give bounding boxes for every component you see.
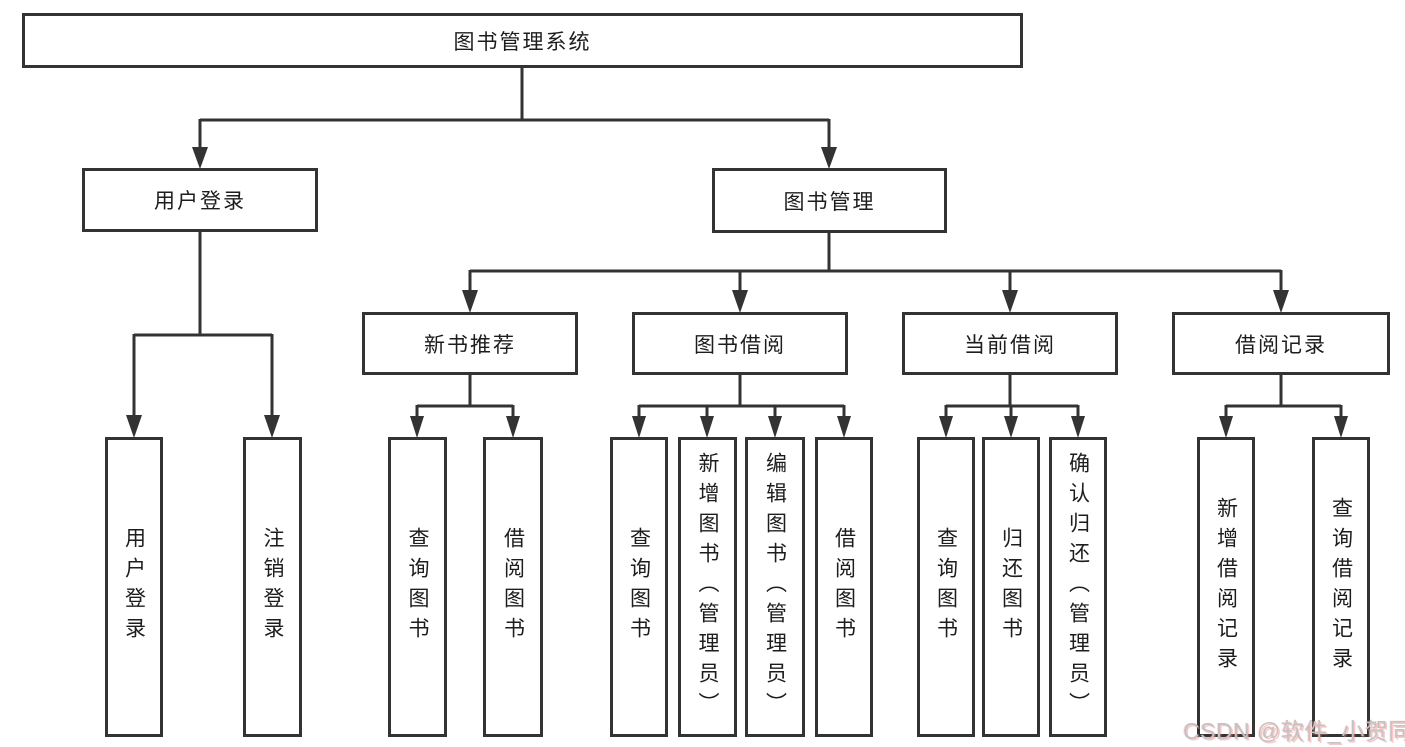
leaf-return-book: 归还图书 (982, 437, 1040, 737)
leaf-borrow-book-recommend: 借阅图书 (483, 437, 543, 737)
leaf-user-login: 用户登录 (105, 437, 163, 737)
leaf-logout: 注销登录 (243, 437, 302, 737)
node-current-borrow: 当前借阅 (902, 312, 1118, 375)
leaf-query-borrow-record: 查询借阅记录 (1312, 437, 1370, 737)
node-root: 图书管理系统 (22, 13, 1023, 68)
leaf-query-book-borrow: 查询图书 (610, 437, 668, 737)
node-book-management: 图书管理 (712, 168, 947, 233)
node-new-book-recommend: 新书推荐 (362, 312, 578, 375)
node-user-login: 用户登录 (82, 168, 318, 232)
leaf-borrow-book: 借阅图书 (815, 437, 873, 737)
leaf-query-book-recommend: 查询图书 (388, 437, 447, 737)
leaf-edit-book-admin: 编辑图书（管理员） (745, 437, 805, 737)
leaf-query-book-current: 查询图书 (917, 437, 975, 737)
leaf-confirm-return-admin: 确认归还（管理员） (1049, 437, 1107, 737)
leaf-add-borrow-record: 新增借阅记录 (1197, 437, 1255, 737)
node-book-borrow: 图书借阅 (632, 312, 848, 375)
node-borrow-record: 借阅记录 (1172, 312, 1390, 375)
leaf-add-book-admin: 新增图书（管理员） (678, 437, 737, 737)
watermark-text: CSDN @软件_小贺同学 (1183, 718, 1405, 744)
